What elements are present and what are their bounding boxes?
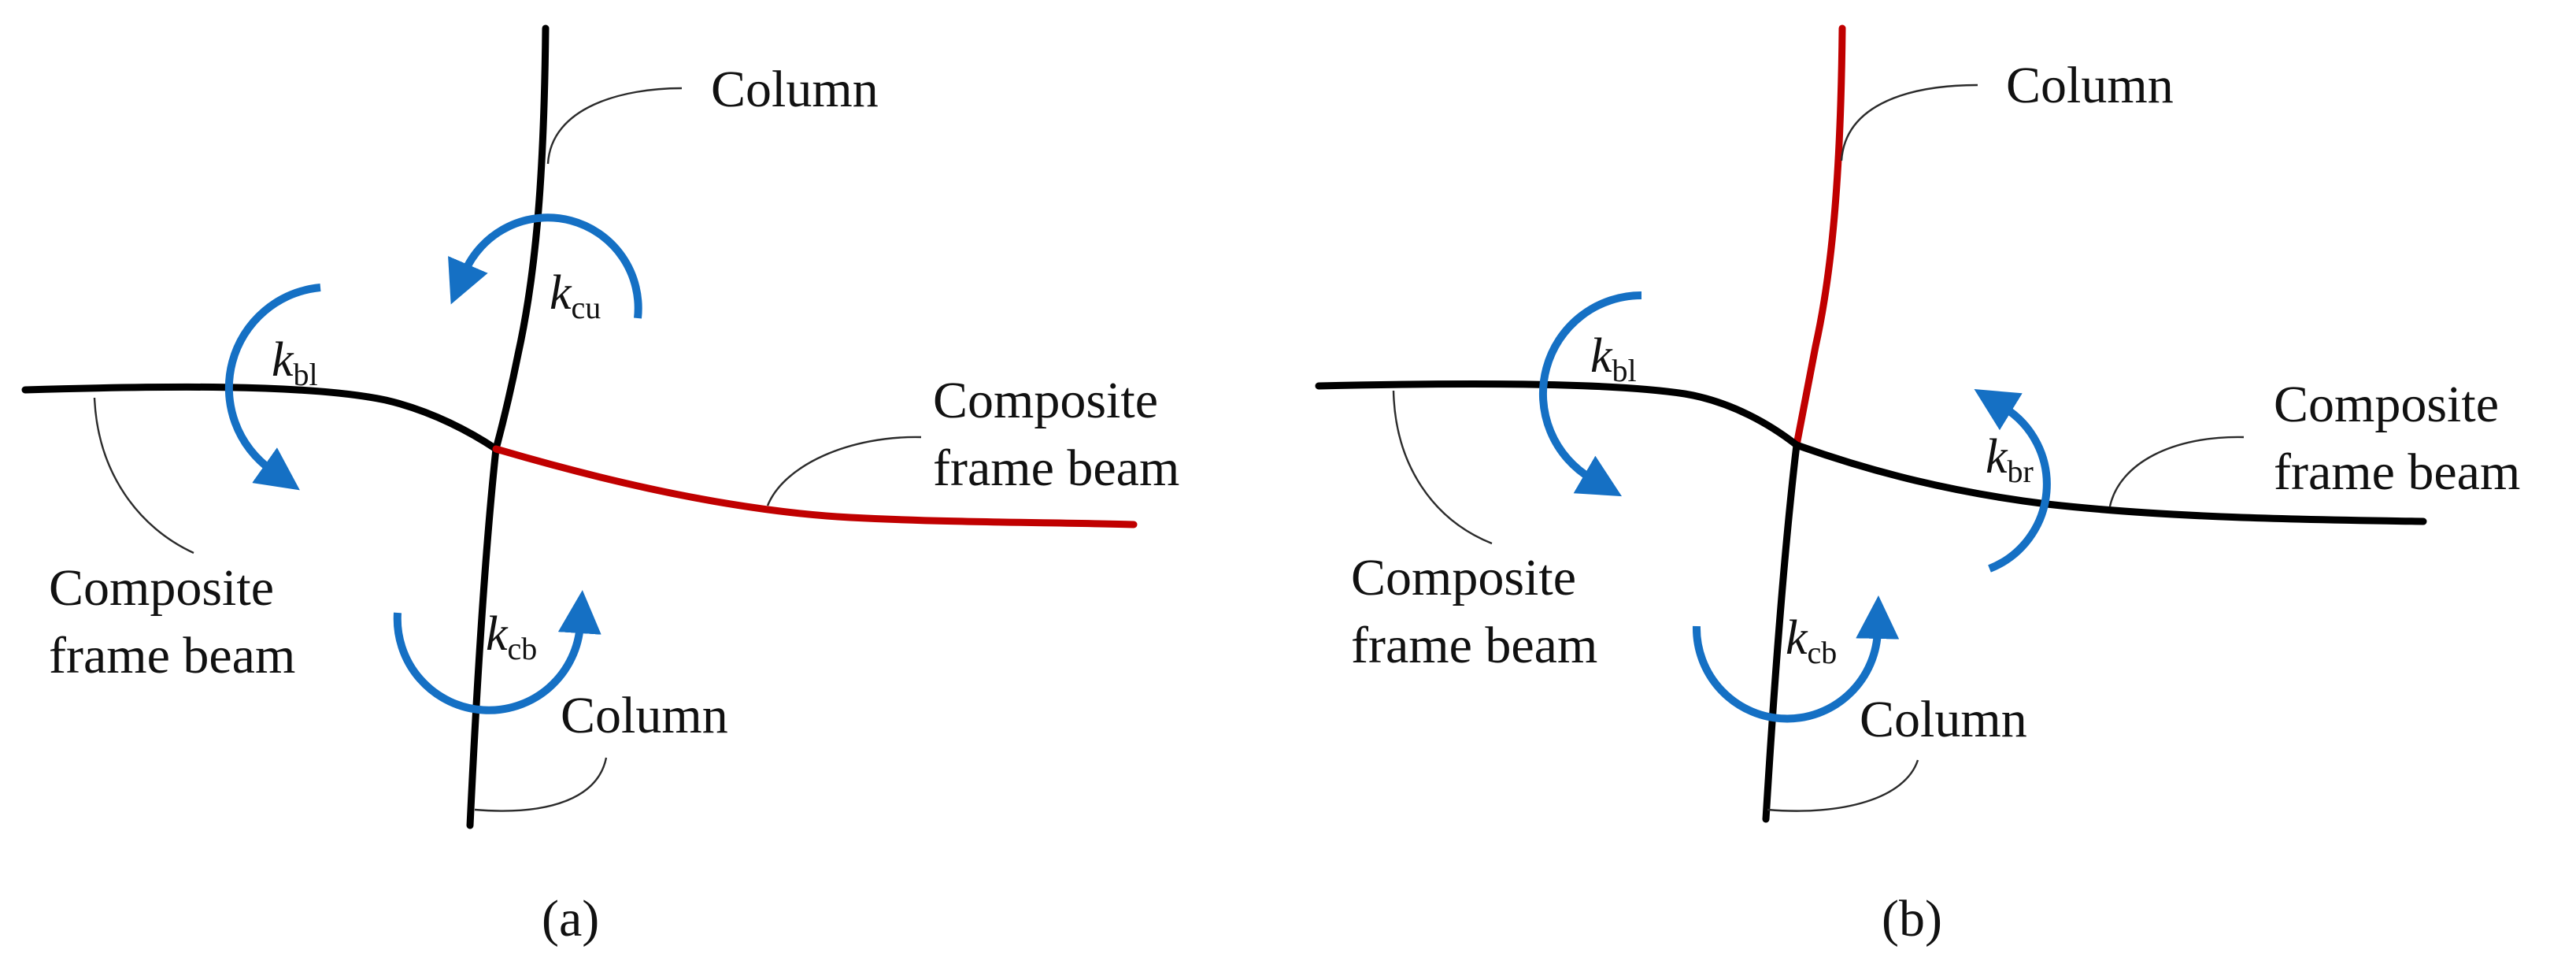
panel-b-k-br: kbr [1986, 430, 2034, 489]
panel-a-left-beam-leader [93, 397, 194, 554]
panel-b-column-upper [1793, 24, 1846, 449]
panel-b-right-beam-label-line2: frame beam [2274, 443, 2520, 501]
panel-a-column-top-label: Column [711, 61, 879, 118]
panel-a-right-beam-label-line2: frame beam [933, 439, 1179, 497]
panel-b-arrow-bl [1538, 291, 1642, 497]
panel-a-arrow-cb [393, 590, 601, 714]
panel-b-arrow-br [1974, 388, 2051, 573]
panel-b-column-top-label: Column [2006, 57, 2174, 114]
panel-b: kbl kbr kcb Column Column Composite fram… [1315, 24, 2520, 948]
panel-a-left-beam-label-line1: Composite [49, 559, 274, 617]
panel-a-left-beam [21, 383, 500, 453]
panel-b-left-beam-label-line1: Composite [1351, 549, 1576, 606]
panel-a-left-beam-label-line2: frame beam [49, 627, 295, 684]
panel-a-column-bottom-label: Column [561, 687, 728, 744]
panel-a-arrow-cu [448, 213, 642, 319]
panel-a-column-lower [466, 445, 500, 829]
panel-a-arrow-bl [224, 284, 321, 491]
panel-b-arrow-cb [1692, 595, 1900, 723]
panel-b-column-lower [1762, 441, 1801, 823]
panel-a-right-beam-leader [766, 436, 922, 506]
panel-b-left-beam [1315, 380, 1801, 449]
panel-a-column-upper [492, 24, 550, 453]
panel-a-left-beam-label: Composite frame beam [49, 559, 295, 684]
panel-b-k-cb: kcb [1786, 611, 1837, 670]
panel-a: kcu kbl kcb Column Column Composite fram… [21, 24, 1179, 948]
panel-a-column-top-leader [546, 87, 683, 165]
panel-a-k-bl: kbl [272, 333, 318, 392]
panel-b-column-bottom-label: Column [1860, 691, 2027, 748]
panel-a-column-bottom-leader [474, 757, 608, 812]
panel-a-right-beam [492, 445, 1138, 529]
panel-a-right-beam-label-line1: Composite [933, 372, 1158, 429]
panel-b-left-beam-label-line2: frame beam [1351, 617, 1597, 674]
panel-b-column-bottom-leader [1767, 759, 1919, 812]
panel-b-right-beam-leader [2108, 436, 2245, 507]
panel-b-left-beam-label: Composite frame beam [1351, 549, 1597, 674]
panel-b-right-beam-label-line1: Composite [2274, 376, 2499, 433]
panel-a-right-beam-label: Composite frame beam [933, 372, 1179, 497]
panel-b-right-beam [1793, 441, 2427, 525]
panel-a-caption: (a) [542, 890, 599, 948]
panel-b-k-bl: kbl [1590, 329, 1637, 388]
panel-a-k-cu: kcu [550, 266, 601, 325]
panel-b-column-top-leader [1840, 83, 1978, 161]
panel-b-left-beam-leader [1392, 390, 1493, 545]
panel-b-caption: (b) [1882, 890, 1942, 948]
panel-b-right-beam-label: Composite frame beam [2274, 376, 2520, 501]
panel-a-k-cb: kcb [486, 607, 537, 666]
